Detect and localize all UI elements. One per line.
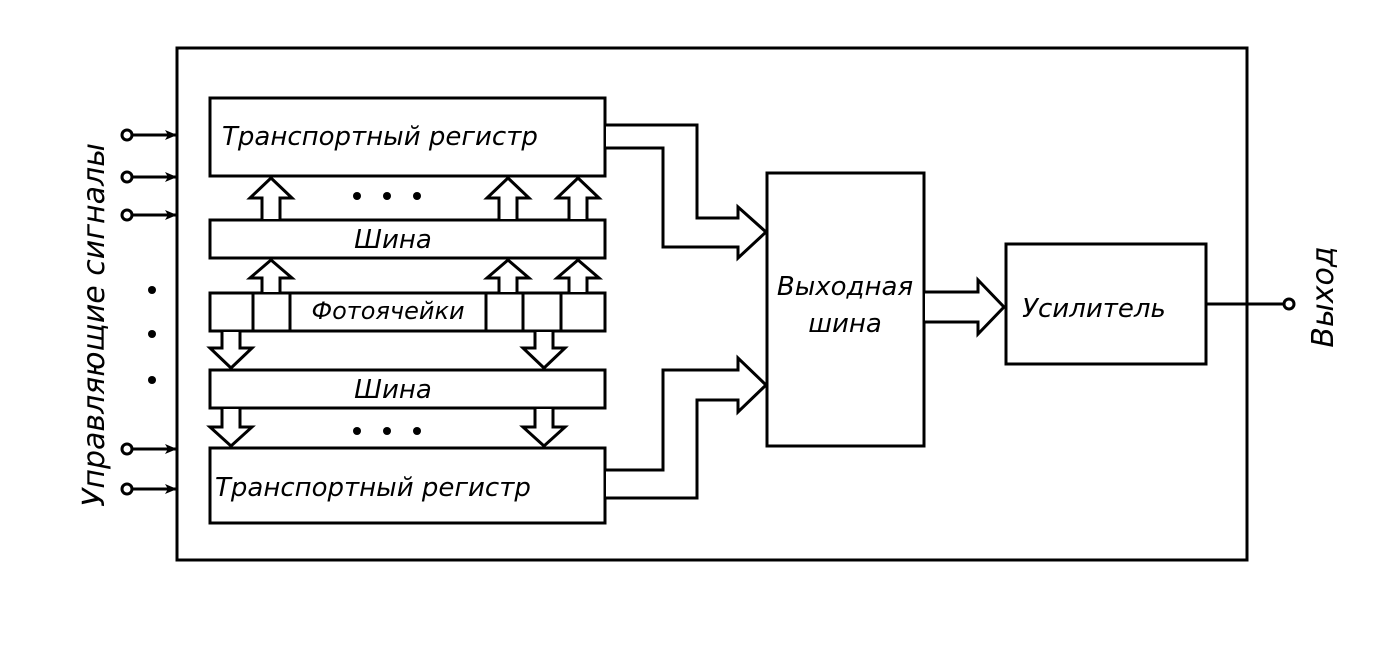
transport-register-bottom-label: Транспортный регистр: [215, 473, 531, 503]
down-arrow-icon: [206, 409, 256, 449]
register-top-to-output-bus-arrow: [606, 123, 769, 262]
control-input-pin: [120, 442, 177, 456]
down-arrow-icon: [519, 409, 569, 449]
transport-register-top-label: Транспортный регистр: [222, 122, 538, 152]
amplifier-label: Усилитель: [1022, 294, 1166, 324]
output-bus-label-line1: Выходная: [777, 272, 913, 302]
output-pin: [1206, 297, 1296, 311]
control-input-pin: [120, 128, 177, 142]
up-arrow-icon: [483, 175, 533, 219]
bus-bottom-label: Шина: [354, 375, 432, 405]
control-input-pin: [120, 482, 177, 496]
bus-top-label: Шина: [354, 225, 432, 255]
down-arrow-icon: [206, 332, 256, 371]
bus-bottom-box: [208, 368, 607, 410]
transport-register-top-box: [208, 96, 607, 178]
output-bus-box: [765, 171, 926, 448]
bus-top-box: [208, 218, 607, 260]
up-arrow-icon: [245, 258, 297, 292]
output-label: Выход: [1306, 246, 1341, 347]
down-arrow-icon: [519, 332, 569, 371]
ellipsis-dots: [353, 427, 421, 435]
up-arrow-icon: [552, 258, 604, 292]
up-arrow-icon: [246, 175, 296, 219]
register-bottom-to-output-bus-arrow: [606, 354, 769, 500]
transport-register-bottom-box: [208, 446, 607, 525]
up-arrow-icon: [553, 175, 603, 219]
output-bus-label-line2: шина: [808, 309, 882, 339]
ellipsis-dots: [353, 192, 421, 200]
photocells-row: [208, 291, 607, 333]
output-bus-to-amplifier-arrow: [925, 276, 1007, 338]
control-input-pin: [120, 208, 177, 222]
ellipsis-dots-vertical: [148, 286, 156, 384]
control-input-pin: [120, 170, 177, 184]
up-arrow-icon: [482, 258, 534, 292]
photocells-label: Фотоячейки: [311, 297, 464, 325]
control-signals-label: Управляющие сигналы: [77, 143, 112, 507]
